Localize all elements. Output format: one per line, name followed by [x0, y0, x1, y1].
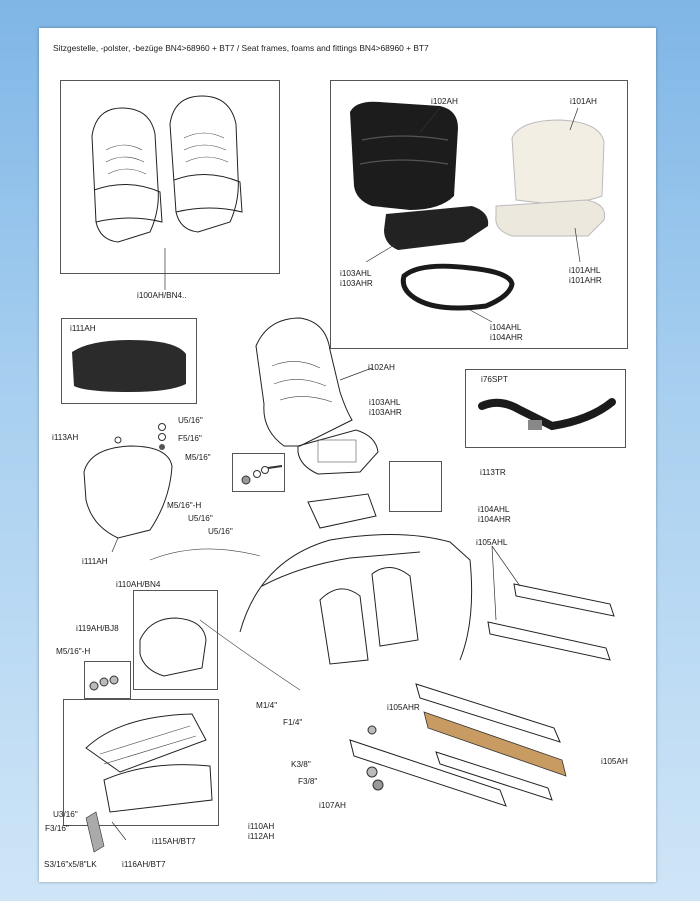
seat-rail-lower: [349, 683, 567, 807]
label-M5-16: M5/16": [185, 453, 211, 462]
label-F1-4: F1/4": [283, 718, 303, 727]
label-i76SPT: i76SPT: [481, 375, 508, 384]
label-U5-16-b: U5/16": [188, 514, 213, 523]
label-i104AHL-top: i104AHL: [490, 323, 522, 332]
label-M5-16-H-b: M5/16"-H: [56, 647, 91, 656]
label-i115AH-BT7: i115AH/BT7: [152, 837, 196, 846]
cushion-photo: [72, 340, 186, 392]
label-i113AH: i113AH: [52, 433, 79, 442]
box-rear-seat: [63, 699, 219, 826]
seat-frame-ring-photo: [365, 243, 515, 323]
box-cushion-photo: [61, 318, 197, 404]
label-F5-16: F5/16": [178, 434, 202, 443]
label-i103AHR: i103AHR: [369, 408, 402, 417]
foam-photo: [495, 107, 606, 263]
seat-belt-photo: [478, 398, 616, 431]
label-F3-8: F3/8": [298, 777, 318, 786]
box-bolts: [232, 453, 285, 492]
label-i104AHR: i104AHR: [478, 515, 511, 524]
box-rear-cushion: [133, 590, 218, 690]
label-i103AHL-top: i103AHL: [340, 269, 372, 278]
seat-line-drawing: [91, 95, 243, 290]
box-seat-drawing: [60, 80, 280, 274]
label-i111AH: i111AH: [82, 557, 108, 566]
label-i101AH: i101AH: [570, 97, 597, 106]
label-i103AHL: i103AHL: [369, 398, 401, 407]
box-seat-photos: [330, 80, 628, 349]
seat-rail-upper: [487, 545, 615, 661]
label-i101AHL: i101AHL: [569, 266, 601, 275]
label-i103AHR-top: i103AHR: [340, 279, 373, 288]
label-i110AH-BN4: i110AH/BN4: [116, 580, 161, 589]
label-i111AH-box: i111AH: [70, 324, 96, 333]
label-i116AH-BT7: i116AH/BT7: [122, 860, 166, 869]
label-U3-16: U3/16": [53, 810, 78, 819]
box-seatbelt-photo: [465, 369, 626, 448]
label-i110AH: i110AH: [248, 822, 275, 831]
page-title: Sitzgestelle, -polster, -bezüge BN4>6896…: [53, 43, 429, 53]
bolt-set: [241, 465, 283, 485]
label-i119AH-BJ8: i119AH/BJ8: [76, 624, 119, 633]
label-M1-4: M1/4": [256, 701, 278, 710]
rear-seat-drawing: [85, 713, 213, 853]
rear-cushion-drawing: [139, 617, 207, 677]
label-i113TR: i113TR: [480, 468, 506, 477]
label-i102AH: i102AH: [368, 363, 395, 372]
box-nuts: [84, 661, 131, 699]
car-body-outline: [149, 534, 473, 691]
label-i107AH: i107AH: [319, 801, 346, 810]
seat-shell-photo: [350, 101, 489, 250]
label-i105AHL: i105AHL: [476, 538, 508, 547]
label-S3-16: S3/16"x5/8"LK: [44, 860, 97, 869]
nut-set: [89, 675, 119, 691]
label-i105AH: i105AH: [601, 757, 628, 766]
box-tr-clip: [389, 461, 442, 512]
label-i112AH: i112AH: [248, 832, 275, 841]
label-F3-16: F3/16": [45, 824, 69, 833]
label-M5-16-H: M5/16"-H: [167, 501, 202, 510]
label-i102AH-top: i102AH: [431, 97, 458, 106]
label-i105AHR: i105AHR: [387, 703, 420, 712]
label-K3-8: K3/8": [291, 760, 311, 769]
cushion-line-drawing: [83, 423, 173, 553]
label-i104AHR-top: i104AHR: [490, 333, 523, 342]
label-U5-16-a: U5/16": [178, 416, 203, 425]
label-i101AHR: i101AHR: [569, 276, 602, 285]
label-i100AH: i100AH/BN4..: [137, 291, 187, 300]
label-U5-16-c: U5/16": [208, 527, 233, 536]
exploded-seat-shell: [255, 317, 379, 529]
label-i104AHL: i104AHL: [478, 505, 510, 514]
